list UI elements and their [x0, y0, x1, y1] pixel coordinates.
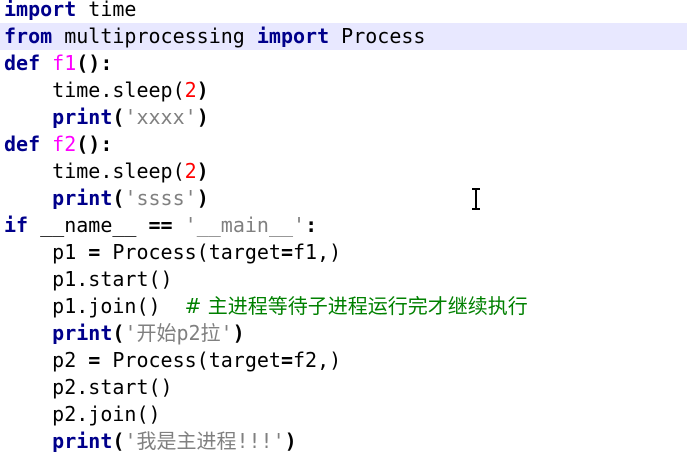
code-line-14[interactable]: p2 = Process(target=f2,): [4, 348, 342, 372]
code-line-4[interactable]: time.sleep(2): [4, 78, 209, 102]
code-line-11[interactable]: p1.start(): [4, 267, 173, 291]
code-line-15[interactable]: p2.start(): [4, 375, 173, 399]
code-line-12[interactable]: p1.join() # 主进程等待子进程运行完才继续执行: [4, 294, 528, 318]
code-line-16[interactable]: p2.join(): [4, 402, 161, 426]
code-line-7[interactable]: time.sleep(2): [4, 159, 209, 183]
code-line-2-current[interactable]: from multiprocessing import Process: [0, 23, 687, 50]
code-line-5[interactable]: print('xxxx'): [52, 105, 209, 129]
code-line-8[interactable]: print('ssss'): [52, 186, 209, 210]
code-line-1[interactable]: import time: [4, 0, 137, 21]
code-line-13[interactable]: print('开始p2拉'): [52, 321, 245, 345]
code-line-17[interactable]: print('我是主进程!!!'): [52, 429, 297, 453]
code-line-6[interactable]: def f2():: [4, 132, 113, 156]
text-cursor-icon: [471, 188, 481, 210]
code-line-10[interactable]: p1 = Process(target=f1,): [4, 240, 342, 264]
code-line-9[interactable]: if __name__ == '__main__':: [4, 213, 318, 237]
code-line-3[interactable]: def f1():: [4, 51, 113, 75]
